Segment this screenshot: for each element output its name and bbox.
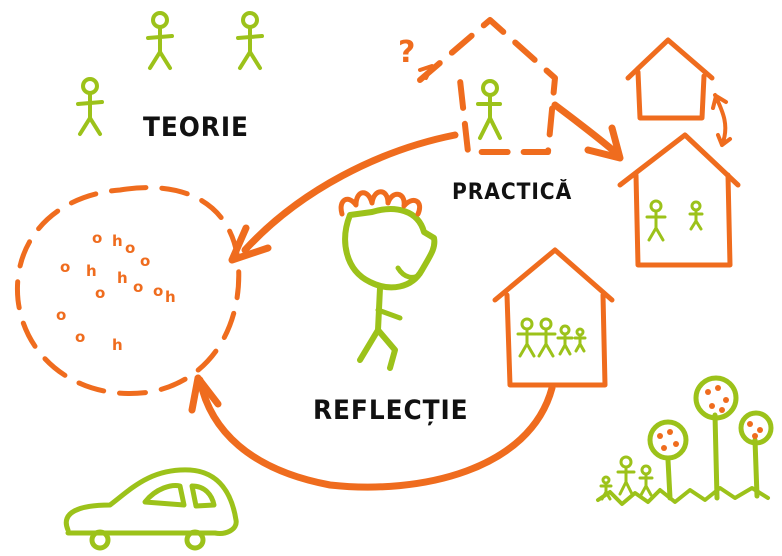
small-house-arrow bbox=[711, 93, 732, 147]
thinking-figure bbox=[338, 189, 438, 371]
stick-figure-top-1 bbox=[146, 11, 174, 70]
thought-glyph: h bbox=[112, 336, 123, 354]
thought-glyph: h bbox=[86, 262, 97, 280]
thought-glyph: o bbox=[153, 282, 163, 300]
large-house bbox=[617, 132, 741, 268]
thought-glyph: o bbox=[95, 284, 105, 302]
stick-figure-top-2 bbox=[236, 11, 264, 70]
arrow-reflection-loop-head bbox=[188, 374, 222, 414]
arrow-practice-to-theory-head bbox=[228, 224, 272, 264]
label-practica: PRACTICĂ bbox=[452, 180, 573, 205]
small-house bbox=[625, 37, 715, 121]
thought-glyph: o bbox=[75, 328, 85, 346]
thought-glyph: o bbox=[56, 306, 66, 324]
thought-glyph: o bbox=[92, 229, 102, 247]
dashed-house: ? bbox=[398, 17, 558, 155]
car bbox=[63, 467, 239, 551]
thought-cloud bbox=[14, 185, 242, 396]
trees-and-people bbox=[596, 375, 774, 506]
thought-glyph: o bbox=[140, 252, 150, 270]
thought-glyph: h bbox=[117, 269, 128, 287]
thought-glyph: h bbox=[112, 232, 123, 250]
arrow-reflection-loop bbox=[196, 376, 556, 491]
thought-glyph: o bbox=[133, 278, 143, 296]
stick-figure-top-3 bbox=[76, 77, 104, 136]
center-house bbox=[492, 247, 615, 388]
label-teorie: TEORIE bbox=[143, 112, 249, 143]
thought-glyph: o bbox=[125, 239, 135, 257]
label-reflectie: REFLECȚIE bbox=[313, 395, 469, 426]
question-mark: ? bbox=[398, 35, 415, 70]
thought-glyph: h bbox=[165, 288, 176, 306]
thought-glyph: o bbox=[60, 258, 70, 276]
arrow-house-to-practice-head bbox=[584, 124, 624, 162]
arrow-house-to-practice bbox=[551, 101, 619, 156]
thought-glyphs: o h o o o h h o o o h o o h bbox=[56, 229, 176, 354]
arrow-practice-to-theory bbox=[241, 131, 459, 254]
